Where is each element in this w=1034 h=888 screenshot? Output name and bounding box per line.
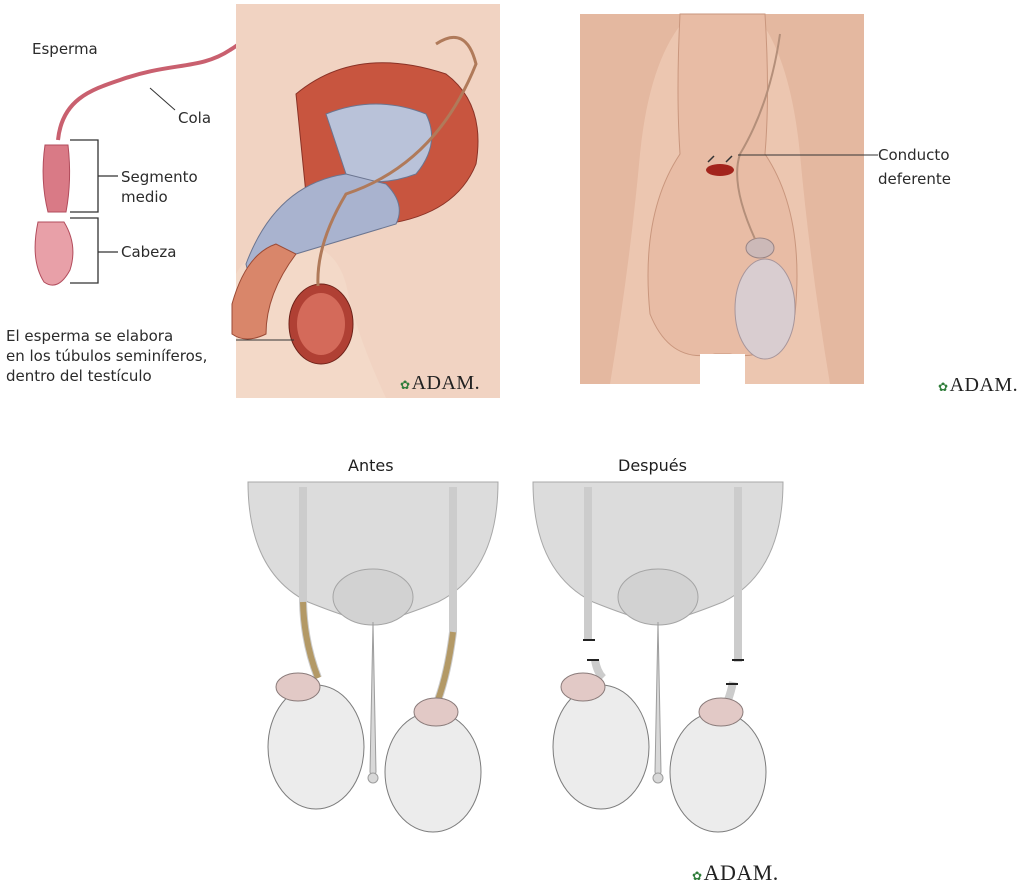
- adam-logo-bottom: ✿ADAM.: [692, 860, 779, 886]
- adam-logo-top-right: ✿ADAM.: [938, 374, 1018, 397]
- vas-deferens-label-line1: Conducto: [878, 146, 950, 165]
- testis-label-line1: El esperma se elabora: [6, 327, 173, 346]
- after-illustration: [533, 482, 783, 842]
- after-label: Después: [618, 456, 687, 475]
- scrotum-illustration: [580, 14, 864, 384]
- midpiece-label-line1: Segmento: [121, 168, 198, 187]
- tail-label: Cola: [178, 109, 211, 128]
- head-label: Cabeza: [121, 243, 176, 262]
- adam-logo-top-left: ✿ADAM.: [400, 372, 480, 395]
- testis-label-line2: en los túbulos seminíferos,: [6, 347, 207, 366]
- leaf-icon: ✿: [400, 378, 411, 392]
- before-illustration: [248, 482, 498, 842]
- leaf-icon: ✿: [938, 380, 949, 394]
- leaf-icon: ✿: [692, 869, 703, 883]
- anatomy-cross-section: [236, 4, 500, 398]
- midpiece-label-line2: medio: [121, 188, 168, 207]
- before-label: Antes: [348, 456, 394, 475]
- vas-deferens-label-line2: deferente: [878, 170, 951, 189]
- testis-label-line3: dentro del testículo: [6, 367, 152, 386]
- sperm-label: Esperma: [32, 40, 98, 59]
